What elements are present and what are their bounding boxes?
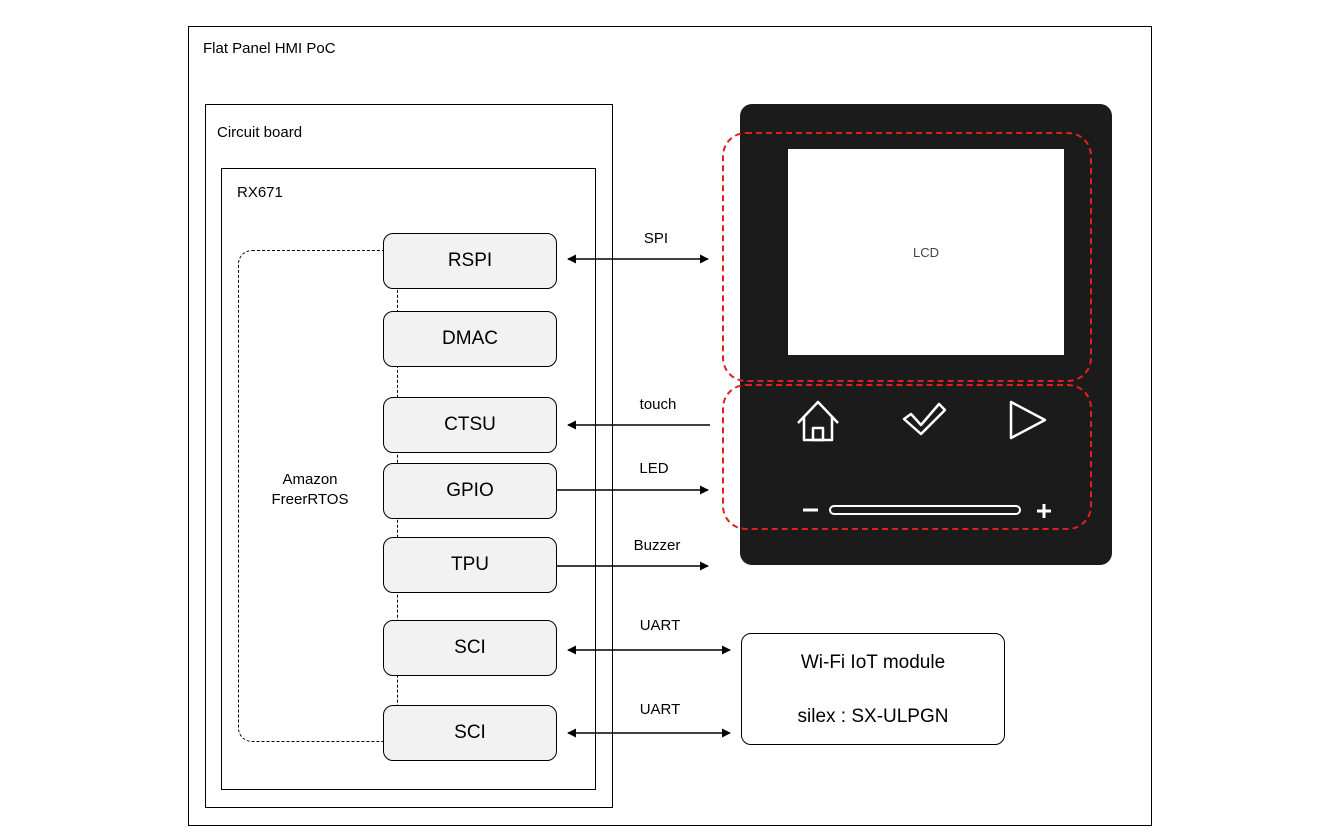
lcd-highlight bbox=[722, 132, 1092, 382]
tpu-block: TPU bbox=[383, 537, 557, 593]
touch-highlight bbox=[722, 384, 1092, 530]
freertos-label-line2: FreerRTOS bbox=[271, 491, 349, 508]
freertos-label-line1: Amazon bbox=[282, 471, 338, 488]
led-label: LED bbox=[639, 460, 669, 477]
rspi-block: RSPI bbox=[383, 233, 557, 289]
lcd-screen: LCD bbox=[788, 149, 1064, 355]
dmac-block: DMAC bbox=[383, 311, 557, 367]
spi-label: SPI bbox=[643, 230, 669, 247]
rx671-title: RX671 bbox=[237, 184, 283, 201]
poc-title: Flat Panel HMI PoC bbox=[203, 40, 336, 57]
rx671-frame bbox=[221, 168, 596, 790]
freertos-label: Amazon FreerRTOS bbox=[250, 470, 370, 510]
poc-frame bbox=[188, 26, 1152, 826]
home-icon bbox=[797, 400, 839, 442]
uart-label-1: UART bbox=[639, 617, 681, 634]
sci-block-2: SCI bbox=[383, 705, 557, 761]
buzzer-label: Buzzer bbox=[633, 537, 681, 554]
play-icon bbox=[1009, 400, 1047, 440]
uart-label-2: UART bbox=[639, 701, 681, 718]
wifi-module: Wi-Fi IoT module silex : SX-ULPGN bbox=[741, 633, 1005, 745]
touch-label: touch bbox=[639, 396, 677, 413]
gpio-block: GPIO bbox=[383, 463, 557, 519]
wifi-module-model: silex : SX-ULPGN bbox=[797, 706, 949, 727]
wifi-module-name: Wi-Fi IoT module bbox=[800, 652, 946, 673]
ctsu-block: CTSU bbox=[383, 397, 557, 453]
slider-icon bbox=[829, 505, 1021, 515]
circuit-board-title: Circuit board bbox=[217, 124, 303, 141]
plus-icon bbox=[1037, 504, 1051, 518]
circuit-board-frame bbox=[205, 104, 613, 808]
sci-block-1: SCI bbox=[383, 620, 557, 676]
checkmark-icon bbox=[902, 402, 947, 436]
